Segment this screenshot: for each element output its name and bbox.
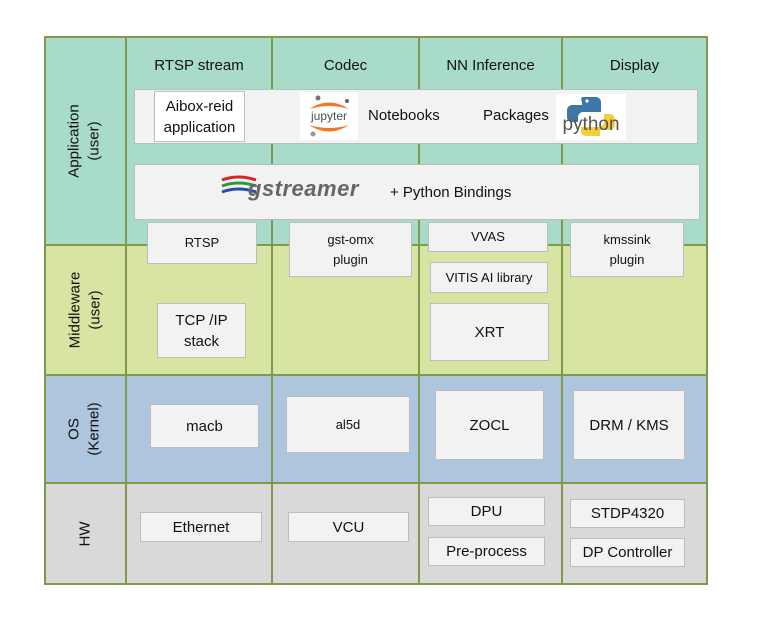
aibox-reid-application-box: Aibox-reid application [154,91,245,142]
jupyter-logo: jupyter [300,92,358,140]
grid-right [706,36,708,585]
row-label-os: OS (Kernel) [65,402,103,456]
row-label-middleware: Middleware (user) [65,271,103,349]
ethernet-box: Ethernet [140,512,262,542]
xrt-box: XRT [430,303,549,361]
python-logo: python [556,94,626,140]
rtsp-box: RTSP [147,222,257,264]
grid-col-divider [418,36,420,585]
jupyter-icon [309,95,349,137]
vvas-box: VVAS [428,222,548,252]
gstreamer-wordmark: gstreamer [248,176,359,201]
gst-omx-plugin-box: gst-omx plugin [289,222,412,277]
drm-kms-box: DRM / KMS [573,390,685,460]
gstreamer-swoosh-icon [221,175,257,194]
python-icon [567,97,615,136]
python-wordmark: python [562,114,620,135]
gstreamer-logo: gstreamer [220,168,385,212]
jupyter-wordmark: jupyter [310,109,348,123]
grid-row-divider [45,374,708,376]
row-label-hw: HW [76,521,93,546]
notebooks-label: Notebooks [368,107,440,124]
vitis-ai-library-box: VITIS AI library [430,262,548,293]
dpu-box: DPU [428,497,545,526]
grid-col-divider [561,36,563,585]
column-header-rtsp-stream: RTSP stream [154,56,244,74]
column-header-codec: Codec [323,56,368,74]
column-header-nn-inference: NN Inference [446,56,535,74]
grid-row-divider [45,482,708,484]
pre-process-box: Pre-process [428,537,545,566]
gstreamer-bar [134,164,700,220]
stdp4320-box: STDP4320 [570,499,685,528]
grid-top [45,36,708,38]
grid-left [44,36,46,585]
grid-col-divider [125,36,127,585]
dp-controller-box: DP Controller [570,538,685,567]
vcu-box: VCU [288,512,409,542]
python-bindings-label: + Python Bindings [390,184,512,201]
zocl-box: ZOCL [435,390,544,460]
tcp-ip-stack-box: TCP /IP stack [157,303,246,358]
al5d-box: al5d [286,396,410,453]
grid-bottom [45,583,708,585]
packages-label: Packages [483,107,549,124]
row-label-application: Application (user) [65,104,103,178]
kmssink-plugin-box: kmssink plugin [570,222,684,277]
grid-col-divider [271,36,273,585]
macb-box: macb [150,404,259,448]
column-header-display: Display [609,56,660,74]
